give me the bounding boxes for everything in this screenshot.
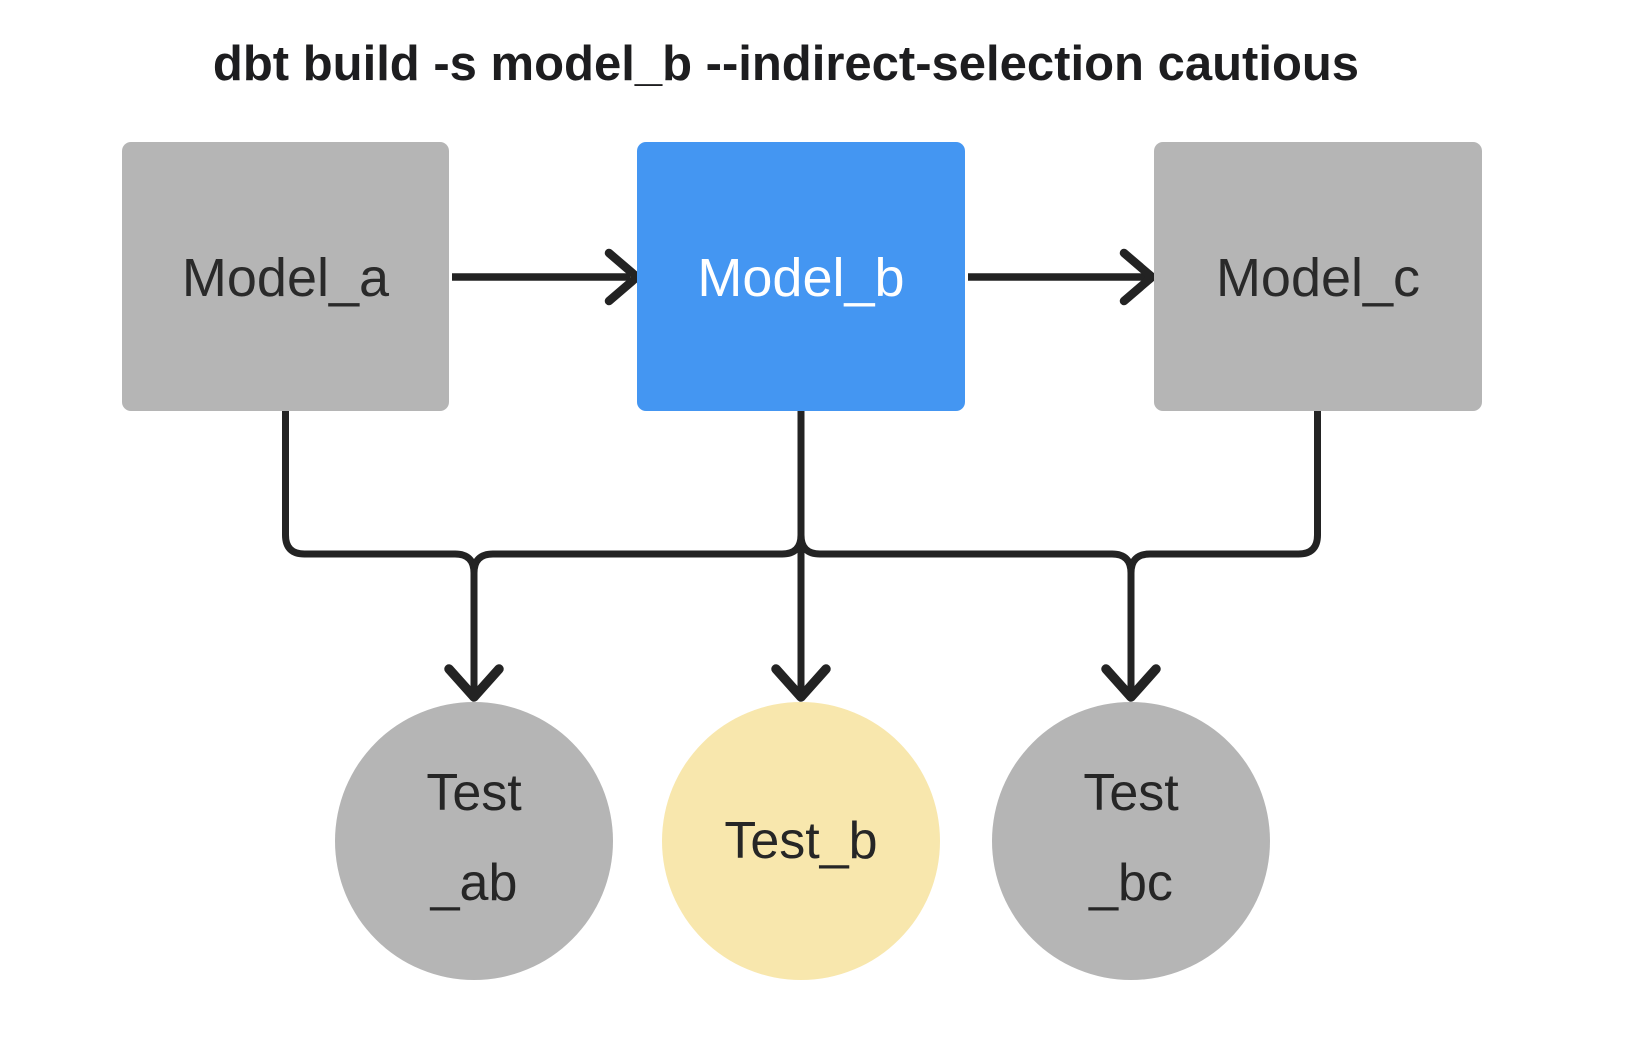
arrowhead-into-model-c-icon <box>1119 248 1157 306</box>
arrowhead-into-test-bc-icon <box>1101 664 1161 702</box>
model-c-label: Model_c <box>1216 248 1420 308</box>
test-ab-label-line1: Test <box>426 764 522 822</box>
diagram-title: dbt build -s model_b --indirect-selectio… <box>213 37 1359 91</box>
node-test-b: Test_b <box>662 702 940 980</box>
edge-model-a-to-test-ab <box>282 407 478 693</box>
test-b-circle <box>662 702 940 980</box>
edge-model-b-to-test-ab <box>470 407 805 693</box>
edge-lines <box>282 248 1321 702</box>
model-a-box <box>122 142 449 411</box>
model-b-label: Model_b <box>697 248 904 308</box>
model-c-box <box>1154 142 1482 411</box>
test-bc-label-line2: _bc <box>1088 854 1173 912</box>
node-model-a: Model_a <box>122 142 449 411</box>
test-ab-circle <box>335 702 613 980</box>
model-b-box <box>637 142 965 411</box>
test-bc-label-line1: Test <box>1083 764 1179 822</box>
test-ab-label: Test _ab <box>426 764 522 912</box>
edge-model-b-to-test-bc <box>797 407 1135 693</box>
test-bc-circle <box>992 702 1270 980</box>
node-model-c: Model_c <box>1154 142 1482 411</box>
node-test-ab: Test _ab <box>335 702 613 980</box>
test-bc-label: Test _bc <box>1083 764 1179 912</box>
arrowhead-into-test-ab-icon <box>444 664 504 702</box>
arrowhead-into-test-b-icon <box>771 664 831 702</box>
test-ab-label-line2: _ab <box>430 854 518 912</box>
test-b-label: Test_b <box>724 812 877 870</box>
model-a-label: Model_a <box>182 248 390 308</box>
edge-model-c-to-test-bc <box>1127 407 1321 693</box>
node-test-bc: Test _bc <box>992 702 1270 980</box>
test-b-label-group: Test_b <box>724 812 877 870</box>
node-model-b: Model_b <box>637 142 965 411</box>
